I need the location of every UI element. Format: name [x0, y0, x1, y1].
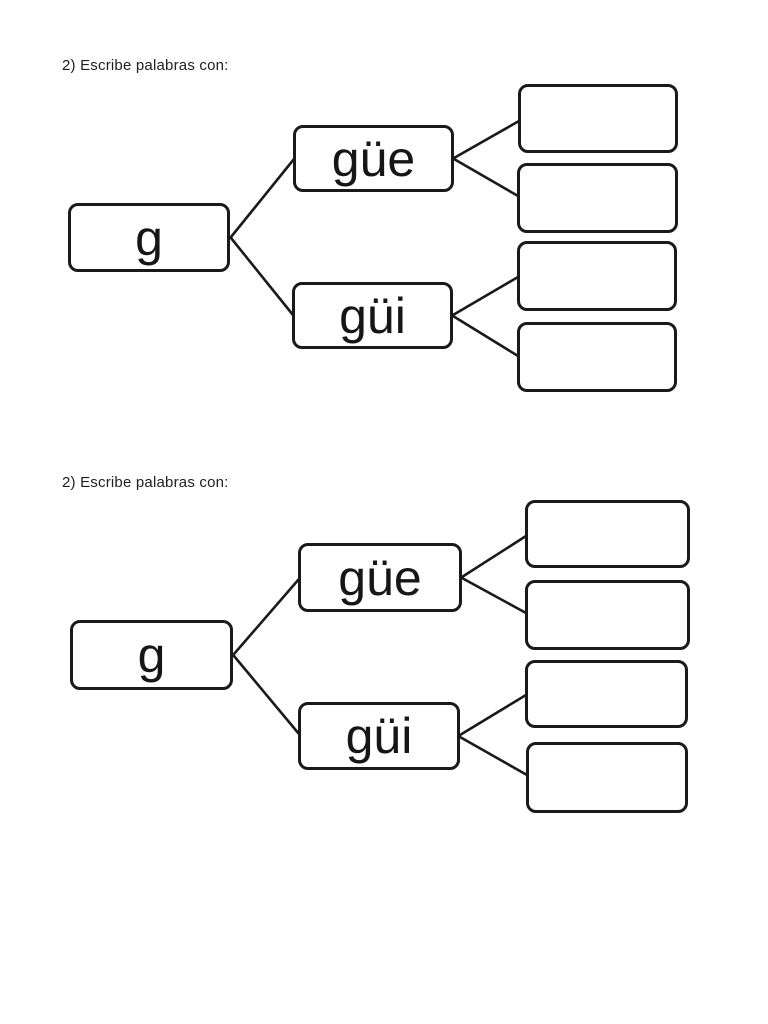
answer-box — [525, 500, 690, 568]
answer-box — [525, 580, 690, 650]
root-node-g: g — [70, 620, 233, 690]
answer-box — [517, 163, 678, 233]
answer-box — [517, 322, 677, 392]
connector-line — [232, 577, 301, 656]
connector-line — [451, 275, 520, 317]
exercise-prompt: 2) Escribe palabras con: — [62, 57, 229, 74]
root-node-g: g — [68, 203, 230, 272]
branch-node-gue: güe — [298, 543, 462, 612]
answer-box — [526, 742, 688, 813]
answer-box — [518, 84, 678, 153]
branch-node-gui: güi — [298, 702, 460, 770]
connector-line — [451, 314, 520, 358]
connector-line — [460, 534, 528, 579]
answer-box — [525, 660, 688, 728]
exercise-prompt: 2) Escribe palabras con: — [62, 474, 229, 491]
branch-node-gui: güi — [292, 282, 453, 349]
connector-line — [229, 236, 295, 317]
connector-line — [452, 157, 520, 198]
connector-line — [232, 654, 301, 736]
branch-node-gue: güe — [293, 125, 454, 192]
connector-line — [458, 693, 528, 737]
connector-line — [452, 119, 521, 160]
answer-box — [517, 241, 677, 311]
connector-line — [458, 735, 529, 777]
connector-line — [229, 157, 296, 239]
connector-line — [460, 576, 528, 615]
